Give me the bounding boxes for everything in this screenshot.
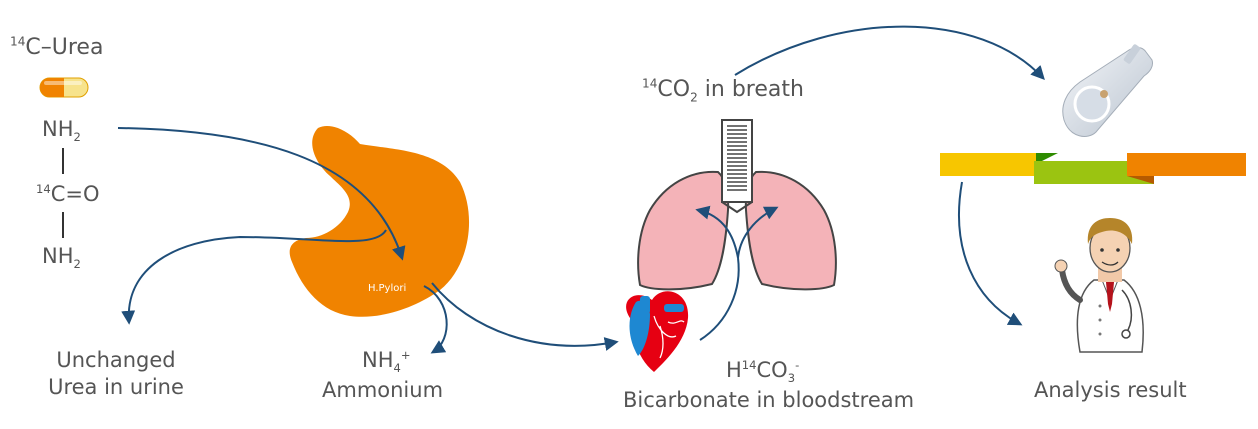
lungs-icon — [637, 119, 837, 291]
capsule-icon — [39, 77, 89, 98]
unchanged-line1: Unchanged — [56, 348, 176, 372]
formula-top-sub: 2 — [73, 130, 81, 145]
ammonium-formula: NH4+ — [362, 348, 411, 374]
bicarbonate-sup: - — [795, 358, 800, 372]
urea-name: C–Urea — [25, 35, 104, 60]
bicarbonate-co: CO — [756, 358, 788, 382]
formula-top-nh: NH — [42, 117, 74, 141]
formula-middle-mass: 14 — [36, 182, 51, 196]
formula-top-group: NH2 — [42, 117, 81, 143]
breath-suffix: in breath — [697, 77, 804, 102]
breath-sub: 2 — [690, 90, 698, 105]
unchanged-line2: Urea in urine — [48, 375, 184, 399]
arrow-lung-right — [737, 206, 779, 259]
urea-mass-number: 14 — [10, 34, 26, 49]
arrow-card-to-result — [958, 181, 1023, 326]
ammonium-nh: NH — [362, 348, 394, 372]
bicarbonate-h: H — [726, 358, 742, 382]
arrow-stomach-to-ammonium — [423, 285, 448, 354]
ribbon-icon — [940, 153, 1246, 184]
arrow-stomach-to-heart — [431, 282, 619, 351]
breath-mass: 14 — [642, 76, 658, 91]
bicarbonate-name: Bicarbonate in bloodstream — [623, 388, 915, 412]
ammonium-sub: 4 — [393, 361, 401, 376]
formula-middle-group: 14C=O — [36, 182, 100, 206]
bicarbonate-formula: H14CO3- — [726, 358, 800, 384]
unchanged-label: Unchanged Urea in urine — [36, 350, 196, 398]
arrow-stomach-to-urine — [121, 229, 387, 325]
heart-icon — [626, 291, 689, 372]
urea-title: 14C–Urea — [10, 34, 104, 60]
bicarbonate-sub: 3 — [787, 371, 796, 386]
formula-middle-co: C=O — [50, 182, 100, 206]
breath-label: 14CO2 in breath — [642, 76, 804, 105]
arrow-breath-to-card — [734, 25, 1045, 81]
analysis-result-label: Analysis result — [1034, 378, 1187, 402]
bicarbonate-mass: 14 — [741, 358, 757, 372]
breath-card-icon — [1062, 44, 1153, 137]
formula-bottom-sub: 2 — [73, 257, 81, 272]
doctor-icon — [1054, 218, 1144, 353]
arrow-heart-to-lungs — [699, 257, 740, 341]
formula-bottom-nh: NH — [42, 244, 74, 268]
ammonium-name: Ammonium — [322, 378, 444, 402]
ammonium-sup: + — [400, 348, 411, 362]
formula-bottom-group: NH2 — [42, 244, 81, 270]
arrow-urea-to-stomach — [117, 127, 406, 261]
breath-co: CO — [657, 77, 691, 102]
arrow-lung-left — [695, 205, 739, 259]
h-pylori-label: H.Pylori — [368, 283, 407, 294]
